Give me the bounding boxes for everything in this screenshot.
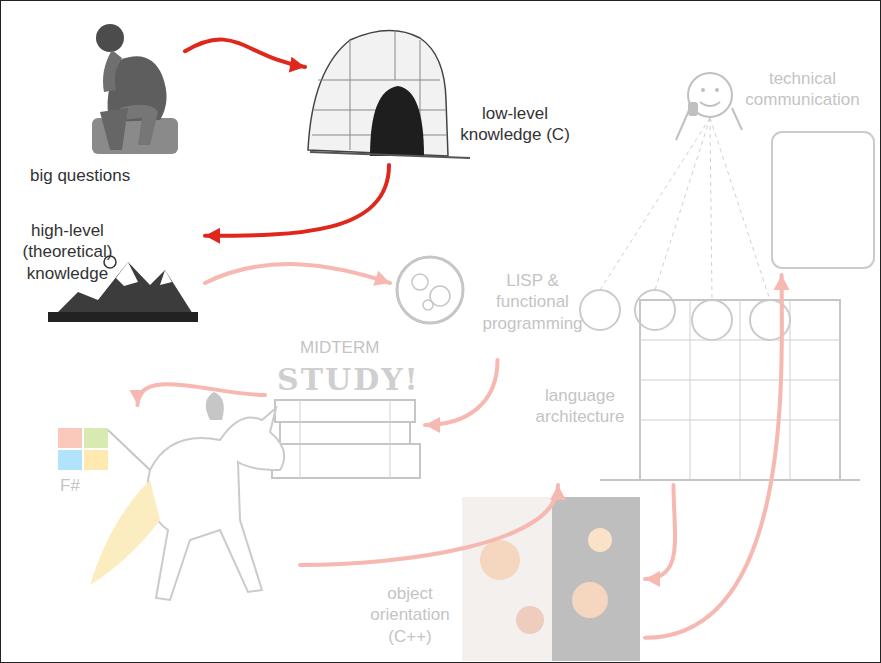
topic-node: F# [50,405,300,605]
topic-label: big questions [30,165,180,186]
topic-node: technical communication [665,60,877,275]
topic-label: object orientation (C++) [360,583,460,647]
arrow-line [645,485,675,579]
topic-node: high-level (theoretical) knowledge [15,220,205,325]
faded-illustrations [58,73,874,661]
topic-node: big questions [25,5,185,190]
topic-label: low-level knowledge (C) [450,103,580,146]
topic-label: high-level (theoretical) knowledge [15,220,120,284]
arrow-line [645,275,782,638]
arrow-line [205,264,390,283]
arrow-head [645,571,660,587]
arrow-head [205,228,220,244]
arrow-head [373,271,390,286]
flow-arrow [130,384,266,405]
topic-node: LISP & functional programming [390,250,605,360]
arrow-head [774,275,790,290]
flow-arrow [645,275,790,638]
arrow-line [300,485,558,565]
arrow-line [205,165,389,236]
topic-label: technical communication [730,68,875,111]
arrow-line [425,360,498,425]
flow-arrow [185,40,305,73]
topic-node: low-level knowledge (C) [305,25,585,165]
arrow-head [550,485,566,500]
flow-arrow [205,264,390,286]
flow-arrow [205,165,389,244]
topic-label: F# [60,475,100,496]
cave-drawing [308,30,470,158]
flow-arrow [645,485,675,587]
flow-arrow [300,485,566,565]
topic-label: LISP & functional programming [470,270,595,334]
arrow-head [130,390,146,405]
arrow-head [289,57,305,73]
topic-node: object orientation (C++) [355,495,645,663]
thinker-figure [92,24,178,154]
arrow-head [425,417,440,433]
topic-label: language architecture [530,385,630,428]
arrow-line [185,40,305,67]
topic-label: MIDTERM [300,337,420,358]
illustration-lettering: STUDY! [277,365,417,395]
flow-arrow [425,360,498,433]
topic-node: MIDTERM STUDY! [265,335,425,485]
arrow-line [138,384,266,405]
